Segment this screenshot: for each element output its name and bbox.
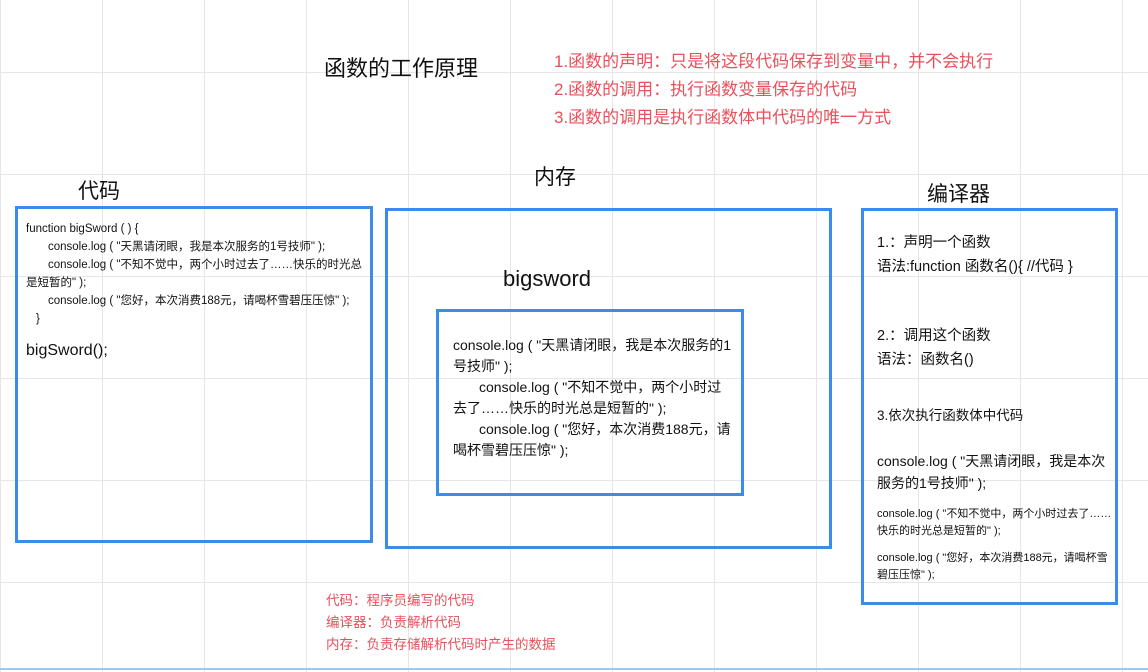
legend: 代码：程序员编写的代码 编译器：负责解析代码 内存：负责存储解析代码时产生的数据	[326, 590, 556, 656]
note-3: 3.函数的调用是执行函数体中代码的唯一方式	[554, 108, 892, 127]
memory-var-name: bigsword	[503, 266, 592, 291]
memory-heading: 内存	[534, 166, 576, 189]
memory-inner-box: console.log ( "天黑请闭眼，我是本次服务的1号技师" ); con…	[436, 309, 744, 496]
code-line-2: console.log ( "不知不觉中，两个小时过去了……快乐的时光总是短暂的…	[26, 259, 362, 289]
notes: 1.函数的声明：只是将这段代码保存到变量中，并不会执行 2.函数的调用：执行函数…	[554, 48, 993, 132]
code-content: function bigSword ( ) { console.log ( "天…	[26, 220, 362, 360]
compiler-exec-line-3: console.log ( "您好，本次消费188元，请喝杯雪碧压压惊" );	[877, 552, 1108, 581]
note-2: 2.函数的调用：执行函数变量保存的代码	[554, 80, 858, 99]
legend-code: 代码：程序员编写的代码	[326, 593, 475, 608]
compiler-exec-line-2: console.log ( "不知不觉中，两个小时过去了……快乐的时光总是短暂的…	[877, 508, 1112, 537]
legend-memory: 内存：负责存储解析代码时产生的数据	[326, 637, 556, 652]
code-line-3: console.log ( "您好，本次消费188元，请喝杯雪碧压压惊" );	[48, 295, 350, 307]
compiler-exec-line-1: console.log ( "天黑请闭眼，我是本次服务的1号技师" );	[877, 453, 1106, 491]
compiler-box: 1.：声明一个函数 语法:function 函数名(){ //代码 } 2.：调…	[861, 208, 1118, 605]
memory-line-1: console.log ( "天黑请闭眼，我是本次服务的1号技师" );	[453, 337, 732, 374]
code-line-call: bigSword();	[26, 342, 108, 359]
code-line-close: }	[36, 313, 40, 325]
note-1: 1.函数的声明：只是将这段代码保存到变量中，并不会执行	[554, 52, 994, 71]
compiler-heading: 编译器	[927, 183, 990, 206]
memory-line-3: console.log ( "您好，本次消费188元，请喝杯雪碧压压惊" );	[453, 421, 731, 458]
code-box: function bigSword ( ) { console.log ( "天…	[15, 206, 373, 543]
compiler-step3: 3.依次执行函数体中代码	[877, 408, 1024, 423]
code-line-1: console.log ( "天黑请闭眼，我是本次服务的1号技师" );	[48, 241, 326, 253]
code-line-function: function bigSword ( ) {	[26, 223, 139, 235]
compiler-step2-syntax: 语法：函数名()	[877, 352, 974, 368]
diagram-title: 函数的工作原理	[324, 56, 479, 81]
compiler-step1: 1.：声明一个函数	[877, 235, 991, 251]
memory-box: bigsword console.log ( "天黑请闭眼，我是本次服务的1号技…	[385, 208, 832, 549]
compiler-content: 1.：声明一个函数 语法:function 函数名(){ //代码 } 2.：调…	[877, 231, 1113, 584]
code-heading: 代码	[78, 180, 120, 203]
memory-line-2: console.log ( "不知不觉中，两个小时过去了……快乐的时光总是短暂的…	[453, 379, 722, 416]
bottom-divider	[0, 668, 1148, 670]
compiler-step1-syntax: 语法:function 函数名(){ //代码 }	[877, 259, 1073, 275]
memory-code: console.log ( "天黑请闭眼，我是本次服务的1号技师" ); con…	[453, 335, 733, 461]
compiler-step2: 2.：调用这个函数	[877, 328, 991, 344]
legend-compiler: 编译器：负责解析代码	[326, 615, 461, 630]
